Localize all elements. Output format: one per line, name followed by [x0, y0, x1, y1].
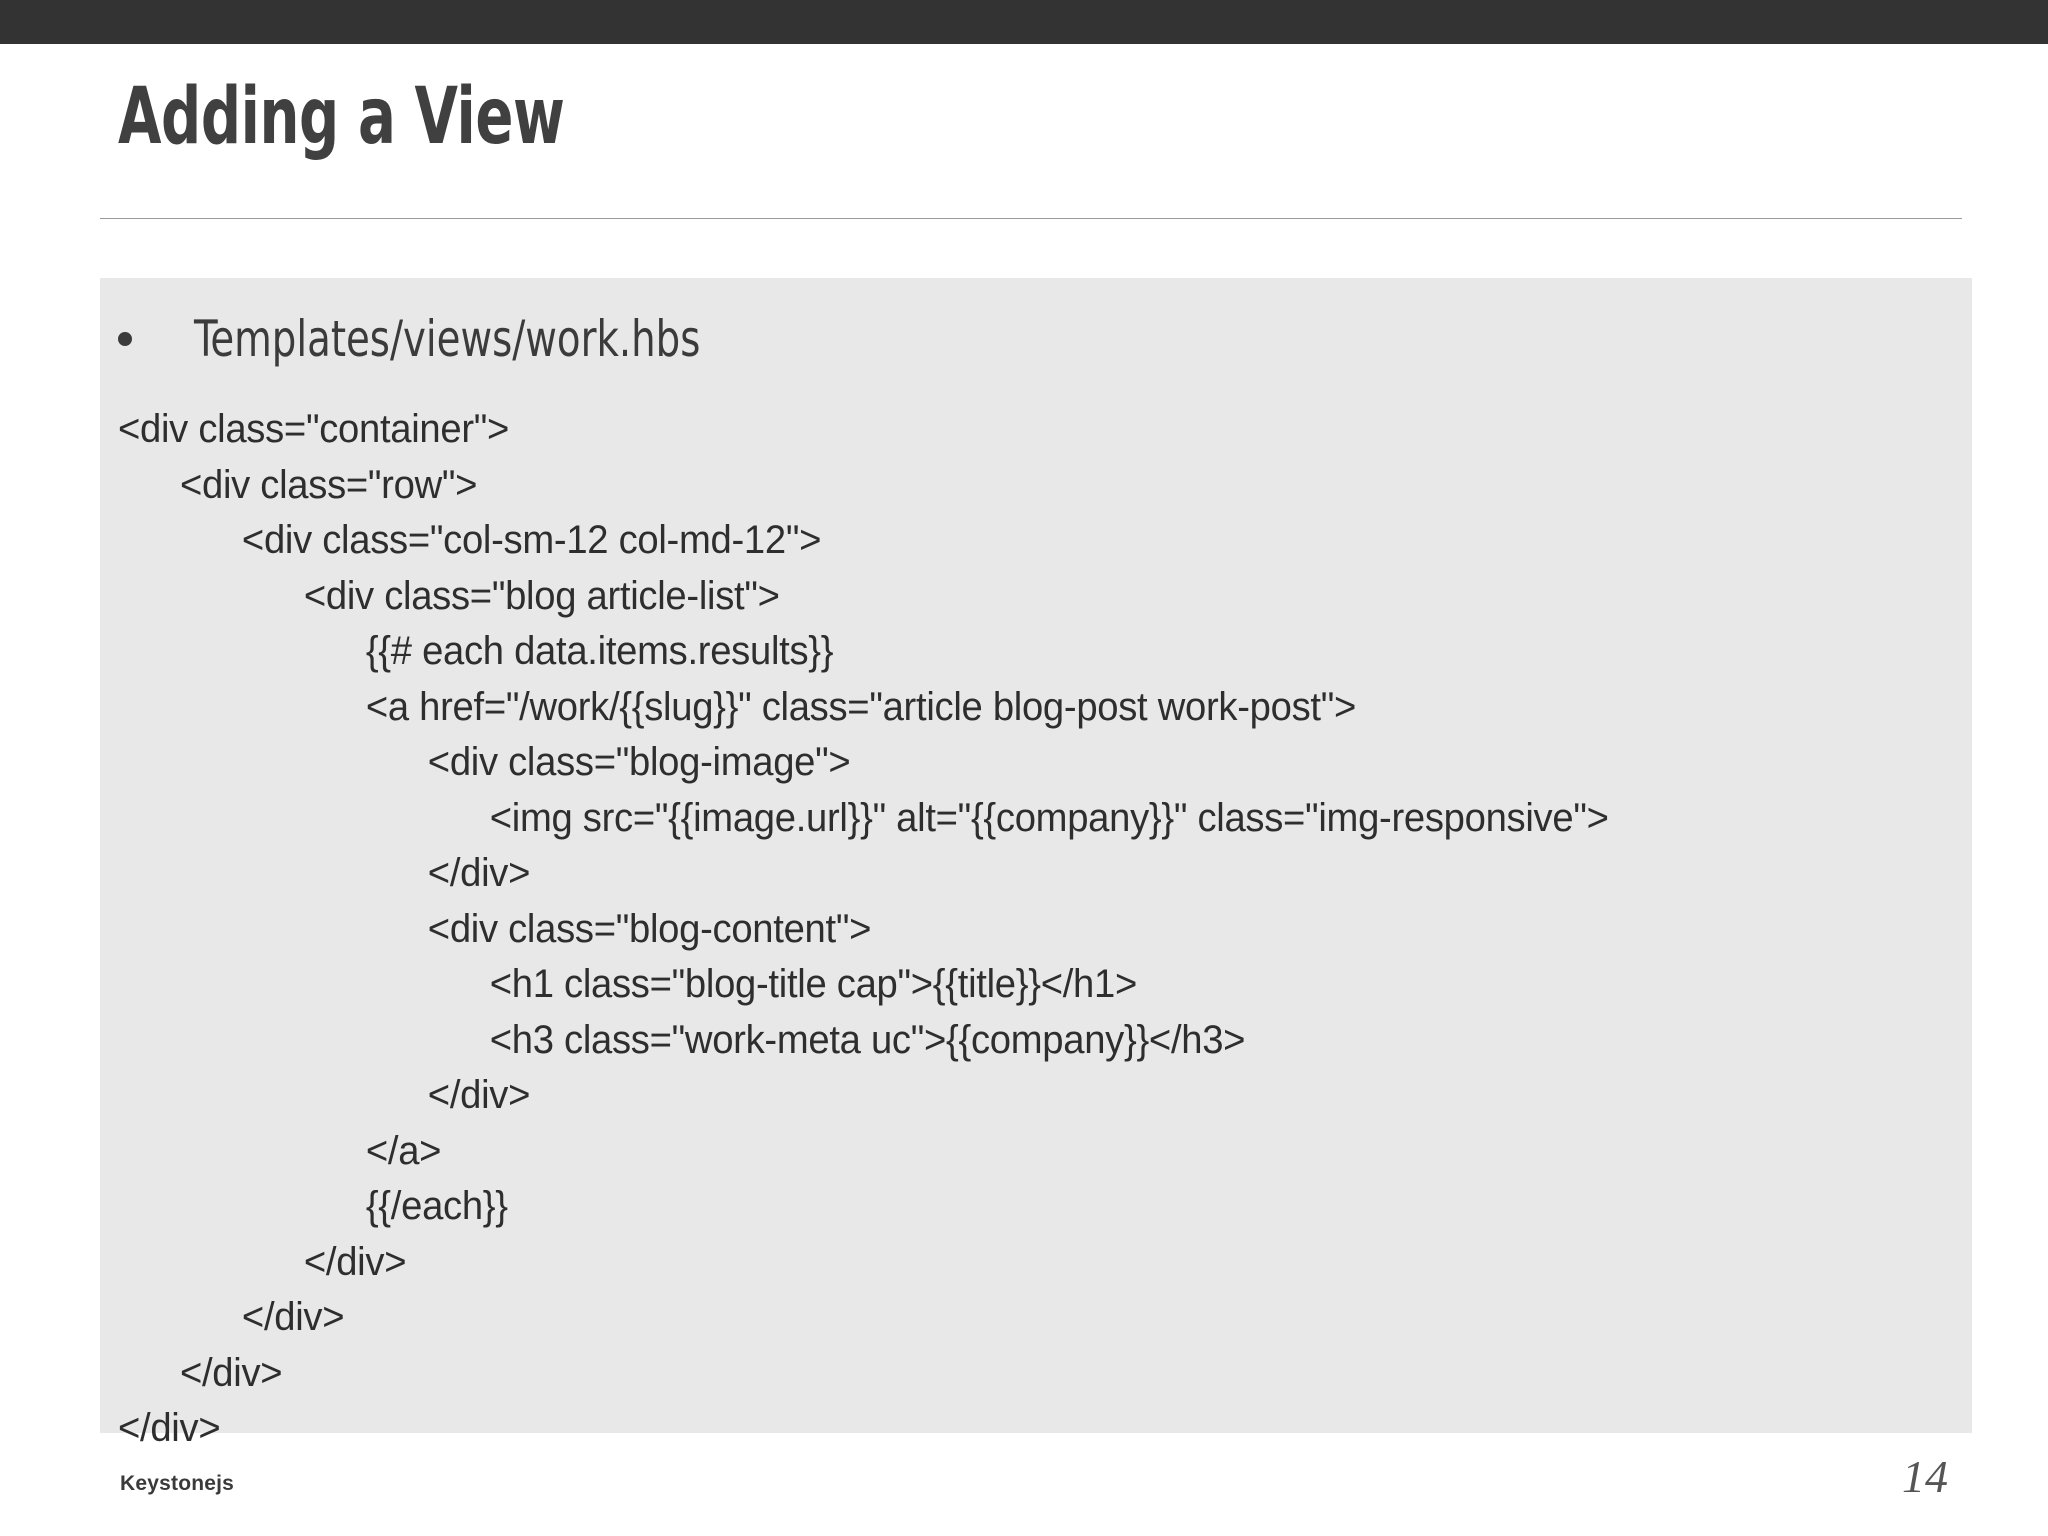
code-line: <div class="row"> [118, 462, 478, 507]
top-accent-band [0, 0, 2048, 44]
code-line: {{/each}} [118, 1184, 508, 1228]
code-line: </div> [118, 1239, 407, 1284]
code-line: </div> [118, 1295, 345, 1339]
code-line: <div class="container"> [118, 407, 510, 451]
code-line: <div class="col-sm-12 col-md-12"> [118, 518, 822, 562]
footer-label: Keystonejs [120, 1472, 235, 1495]
page-number: 14 [1902, 1451, 1948, 1502]
bullet-item-label: Templates/views/work.hbs [194, 310, 701, 368]
bullet-item: Templates/views/work.hbs [118, 310, 783, 368]
title-divider [100, 218, 1962, 219]
code-line: </div> [118, 1406, 221, 1450]
code-line: </div> [118, 1350, 283, 1395]
code-line: <h1 class="blog-title cap">{{title}}</h1… [118, 962, 1138, 1006]
code-line: <a href="/work/{{slug}}" class="article … [118, 684, 1357, 729]
code-listing: <div class="container"> <div class="row"… [118, 402, 2018, 1457]
code-line: </div> [118, 851, 531, 895]
code-line: <div class="blog-image"> [118, 740, 851, 784]
code-line: <div class="blog article-list"> [118, 573, 780, 618]
page-title: Adding a View [118, 72, 565, 162]
code-line: <img src="{{image.url}}" alt="{{company}… [118, 795, 1609, 840]
content-panel [100, 278, 1972, 1433]
code-line: {{# each data.items.results}} [118, 629, 834, 673]
bullet-dot-icon [118, 332, 132, 346]
code-line: <div class="blog-content"> [118, 906, 872, 951]
code-line: </div> [118, 1073, 531, 1117]
code-line: </a> [118, 1128, 442, 1173]
code-line: <h3 class="work-meta uc">{{company}}</h3… [118, 1017, 1246, 1062]
